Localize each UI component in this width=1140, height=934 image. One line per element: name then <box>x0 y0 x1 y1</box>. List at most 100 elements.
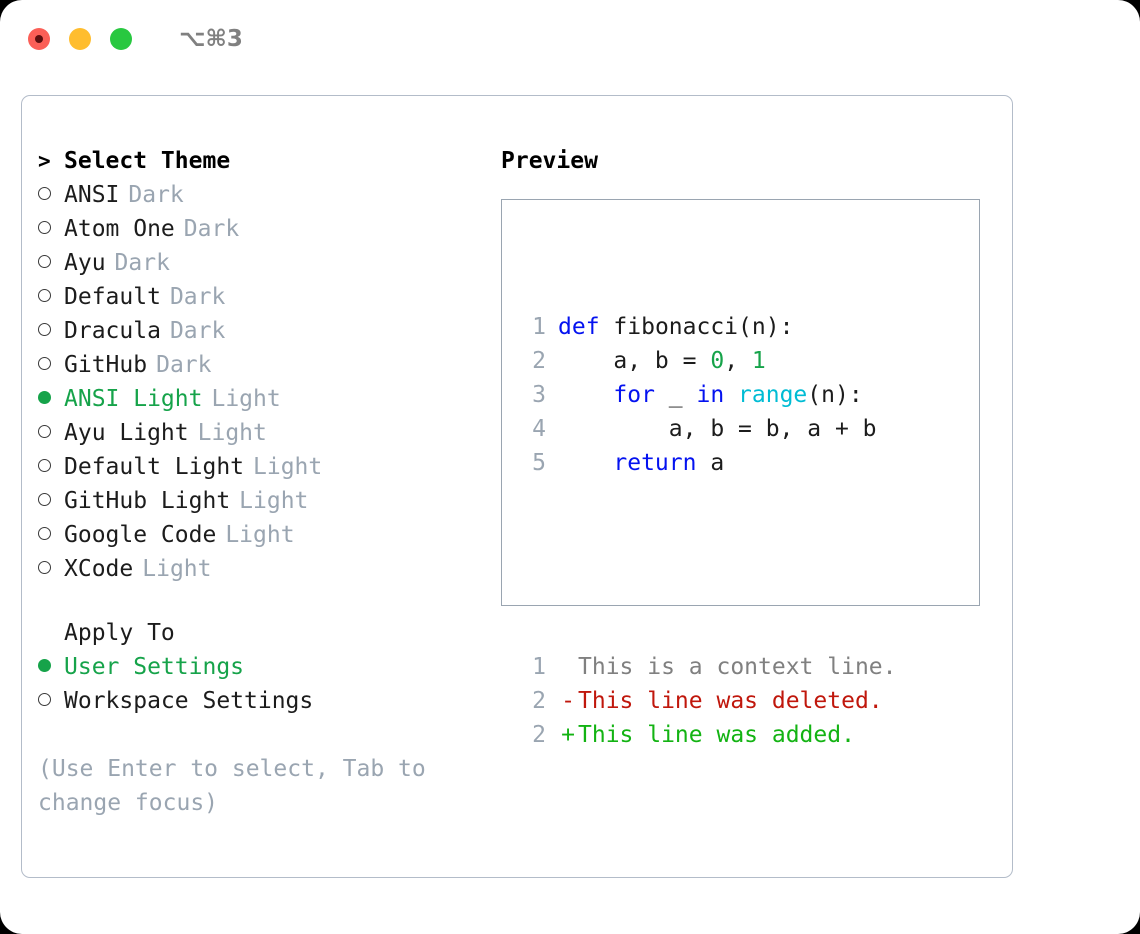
radio-dot-icon <box>38 493 51 506</box>
radio-unselected-icon <box>38 178 64 212</box>
apply-to-item[interactable]: Workspace Settings <box>38 684 488 718</box>
code-line: 4 a, b = b, a + b <box>522 412 897 446</box>
theme-label: Atom One <box>64 216 175 242</box>
code-token: , <box>724 348 752 374</box>
theme-variant-tag: Dark <box>156 352 212 378</box>
line-number: 2 <box>532 722 546 748</box>
diff-line: 1 This is a context line. <box>522 650 897 684</box>
radio-selected-icon <box>38 650 64 684</box>
theme-label: Google Code <box>64 522 217 548</box>
apply-to-label: User Settings <box>64 654 245 680</box>
code-token <box>600 314 614 340</box>
code-token: a <box>696 450 725 476</box>
line-number: 4 <box>532 416 546 442</box>
diff-text: This line was deleted. <box>578 688 883 714</box>
radio-dot-icon <box>38 425 51 438</box>
theme-item[interactable]: XCode Light <box>38 552 488 586</box>
line-number: 3 <box>532 382 546 408</box>
code-token: return <box>613 450 697 476</box>
theme-label: ANSI <box>64 182 120 208</box>
radio-unselected-icon <box>38 314 64 348</box>
theme-item[interactable]: ANSI Dark <box>38 178 488 212</box>
radio-dot-icon <box>38 459 51 472</box>
radio-unselected-icon <box>38 246 64 280</box>
code-token: (n): <box>807 382 863 408</box>
theme-variant-tag: Dark <box>128 182 184 208</box>
apply-to-item[interactable]: User Settings <box>38 650 488 684</box>
preview-title: Preview <box>501 148 598 174</box>
diff-text: This is a context line. <box>578 654 897 680</box>
radio-dot-icon <box>38 289 51 302</box>
maximize-button[interactable] <box>110 28 132 50</box>
line-number: 2 <box>532 688 546 714</box>
minimize-button[interactable] <box>69 28 91 50</box>
radio-dot-icon <box>38 527 51 540</box>
radio-dot-icon <box>38 391 51 404</box>
theme-variant-tag: Dark <box>169 284 226 310</box>
code-token <box>558 382 613 408</box>
theme-variant-tag: Dark <box>114 250 170 276</box>
code-token: for <box>613 382 655 408</box>
code-diff-gap <box>522 548 897 582</box>
radio-unselected-icon <box>38 552 64 586</box>
code-token: range <box>738 382 808 408</box>
theme-label: GitHub Light <box>64 488 231 514</box>
diff-line: 2-This line was deleted. <box>522 684 897 718</box>
line-number: 1 <box>532 654 546 680</box>
theme-label: XCode <box>64 556 134 582</box>
theme-label: Default Light <box>64 454 245 480</box>
code-line: 2 a, b = 0, 1 <box>522 344 897 378</box>
theme-item[interactable]: Ayu Light Light <box>38 416 488 450</box>
radio-unselected-icon <box>38 416 64 450</box>
radio-dot-icon <box>38 221 51 234</box>
diff-marker: + <box>561 722 575 748</box>
code-token: _ <box>654 382 697 408</box>
radio-unselected-icon <box>38 484 64 518</box>
theme-item[interactable]: Ayu Dark <box>38 246 488 280</box>
radio-unselected-icon <box>38 450 64 484</box>
theme-variant-tag: Light <box>142 556 212 582</box>
diff-line: 2+This line was added. <box>522 718 897 752</box>
theme-label: Ayu <box>64 250 106 276</box>
hint-gap <box>38 718 488 752</box>
theme-variant-tag: Light <box>239 488 309 514</box>
radio-selected-icon <box>38 382 64 416</box>
keyboard-hint: (Use Enter to select, Tab to change focu… <box>38 756 426 816</box>
close-button[interactable] <box>28 28 50 50</box>
code-token: in <box>696 382 725 408</box>
theme-variant-tag: Light <box>197 420 267 446</box>
radio-dot-icon <box>38 323 51 336</box>
list-gap <box>38 586 488 616</box>
line-number: 1 <box>532 314 546 340</box>
radio-unselected-icon <box>38 518 64 552</box>
radio-unselected-icon <box>38 348 64 382</box>
code-token: a, b = <box>558 348 711 374</box>
line-number: 5 <box>532 450 546 476</box>
radio-dot-icon <box>38 561 51 574</box>
radio-dot-icon <box>38 255 51 268</box>
radio-dot-icon <box>38 659 51 672</box>
theme-item[interactable]: GitHub Light Light <box>38 484 488 518</box>
prompt-caret-icon: > <box>38 149 51 173</box>
code-token: def <box>558 314 600 340</box>
radio-dot-icon <box>38 357 51 370</box>
theme-label: Ayu Light <box>64 420 189 446</box>
diff-marker <box>558 650 578 684</box>
diff-sample: 1 This is a context line.2-This line was… <box>522 650 897 752</box>
